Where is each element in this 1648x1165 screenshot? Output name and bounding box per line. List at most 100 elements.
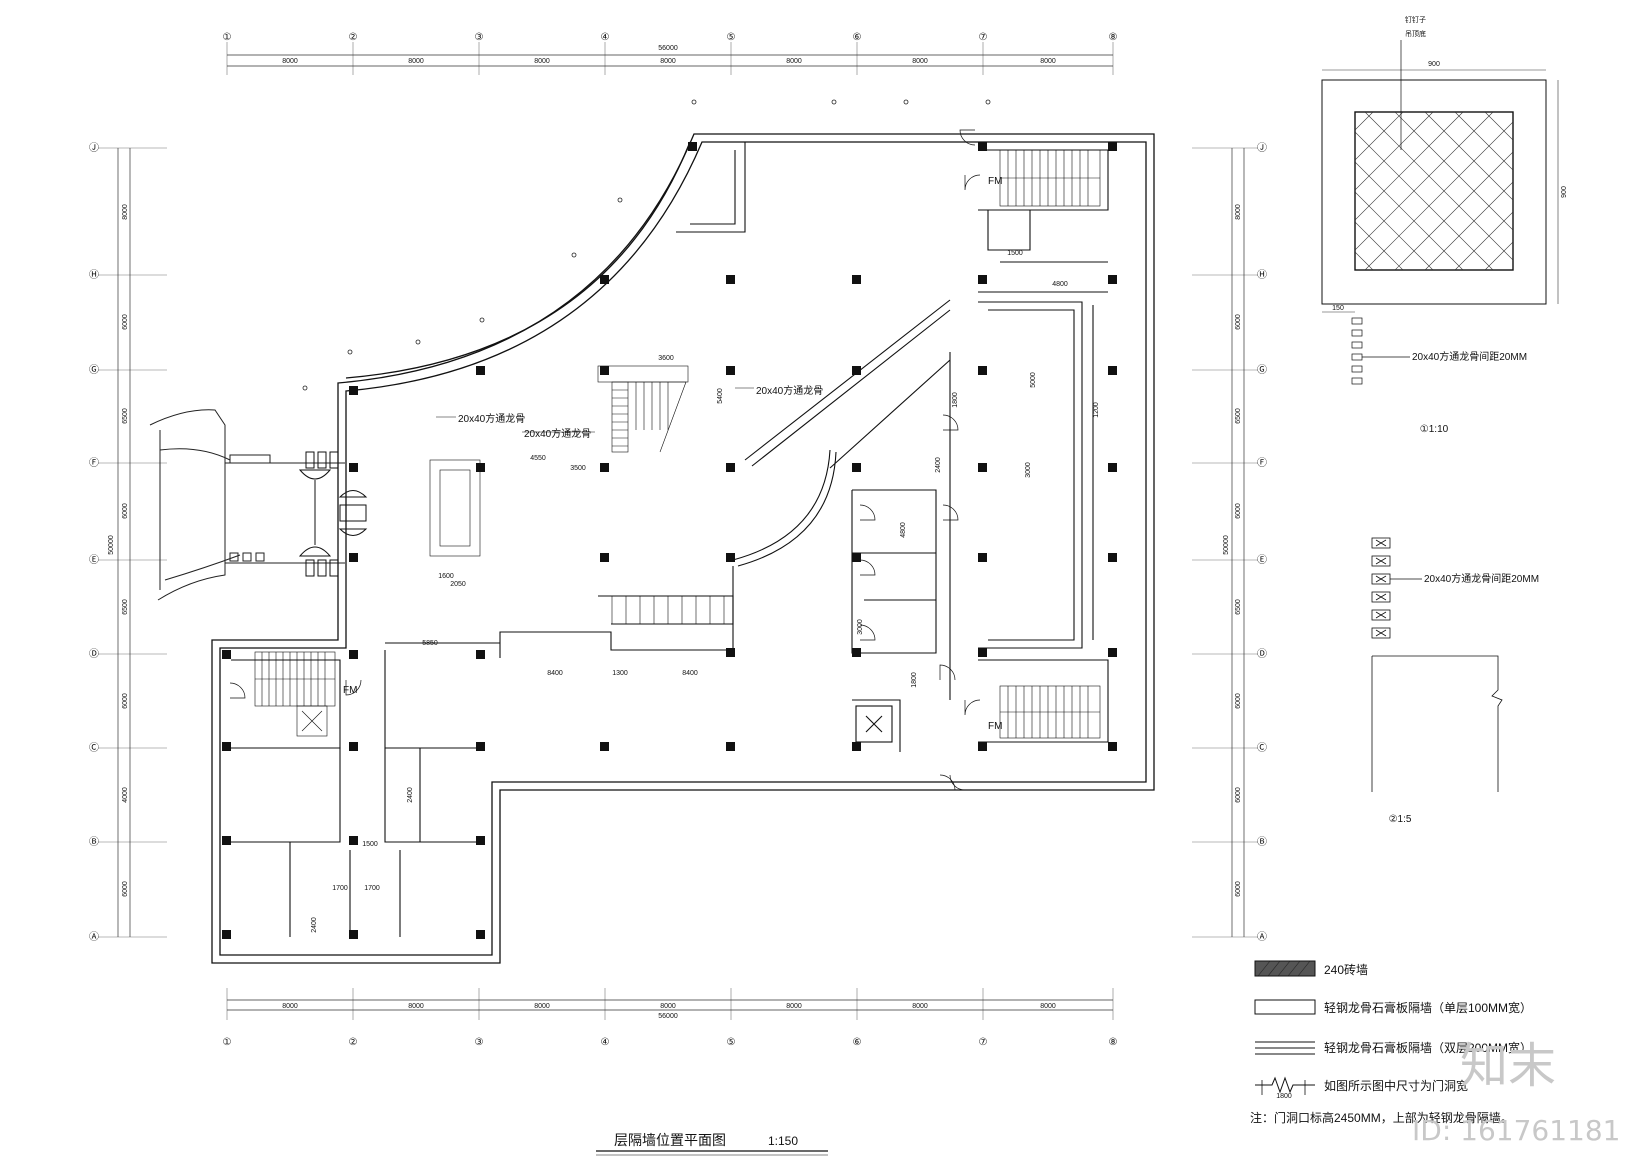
legend-item-label: 240砖墙 (1324, 962, 1368, 977)
right-axis-bubbles: Ⓙ Ⓗ Ⓖ Ⓕ Ⓔ Ⓓ Ⓒ Ⓑ Ⓐ (1257, 142, 1267, 943)
revolving-door-set (298, 451, 368, 577)
axis-bubble: ⑤ (727, 1037, 736, 1048)
detail-dim: 150 (1332, 305, 1344, 312)
legend-item-label: 如图所示图中尺寸为门洞宽 (1324, 1078, 1468, 1093)
detail-ref: ①1:10 (1420, 424, 1449, 435)
span-label: 6500 (1235, 599, 1242, 615)
stairs (254, 149, 1101, 739)
title-text: 层隔墙位置平面图 (614, 1132, 726, 1148)
span-label: 6500 (122, 599, 129, 615)
axis-bubble: Ⓖ (1257, 364, 1267, 376)
legend-note: 注：门洞口标高2450MM，上部为轻钢龙骨隔墙。 (1250, 1110, 1513, 1125)
drawing-title: 层隔墙位置平面图 1:150 (596, 1132, 828, 1156)
fm-labels: FM FM FM (343, 176, 1002, 732)
stud-label: 20x40方通龙骨 (458, 412, 525, 425)
span-label: 6500 (122, 408, 129, 424)
axis-grid (98, 42, 1258, 1020)
span-label: 8000 (534, 58, 550, 65)
span-label: 8000 (660, 1003, 676, 1010)
axis-bubble: Ⓑ (1257, 836, 1267, 848)
detail-dim: 900 (1561, 186, 1568, 198)
dim-text: 2050 (450, 581, 466, 588)
dim-text: 1700 (332, 885, 348, 892)
bottom-axis-bubbles: ① ② ③ ④ ⑤ ⑥ ⑦ ⑧ (223, 1037, 1118, 1048)
dim-text: 1500 (362, 841, 378, 848)
span-label: 8000 (1235, 204, 1242, 220)
axis-bubble: ⑦ (979, 32, 988, 43)
span-label: 6000 (1235, 881, 1242, 897)
right-span-labels: 8000 6000 6500 6000 6500 6000 6000 6000 … (1223, 204, 1242, 897)
total-depth-label: 50000 (108, 535, 115, 555)
axis-bubble: Ⓗ (1257, 269, 1267, 281)
dim-text: 2400 (935, 457, 942, 473)
detail-ref: ②1:5 (1389, 814, 1412, 825)
axis-bubble: Ⓙ (89, 142, 99, 154)
total-span-label: 56000 (658, 45, 678, 52)
axis-bubble: ① (223, 32, 232, 43)
dim-text: 1700 (364, 885, 380, 892)
axis-bubble: Ⓕ (89, 457, 99, 469)
detail-note: 钉钉子 (1405, 15, 1426, 24)
structural-columns (222, 142, 1117, 939)
axis-bubble: Ⓖ (89, 364, 99, 376)
axis-bubble: ④ (601, 1037, 610, 1048)
span-label: 8000 (1040, 58, 1056, 65)
span-label: 8000 (786, 58, 802, 65)
axis-bubble: Ⓓ (1257, 648, 1267, 660)
door-swings (229, 129, 981, 791)
axis-bubble: Ⓕ (1257, 457, 1267, 469)
span-label: 6000 (1235, 693, 1242, 709)
detail-note: 吊顶底 (1405, 29, 1426, 38)
dim-text: 4800 (900, 522, 907, 538)
legend: 240砖墙 轻钢龙骨石膏板隔墙（单层100MM宽） 轻钢龙骨石膏板隔墙（双层20… (1250, 960, 1532, 1125)
axis-bubble: ① (223, 1037, 232, 1048)
dim-text: 3000 (1025, 462, 1032, 478)
fire-door-label: FM (988, 176, 1002, 187)
span-label: 6000 (1235, 314, 1242, 330)
span-label: 6000 (122, 881, 129, 897)
fire-door-label: FM (988, 721, 1002, 732)
dim-text: 2400 (311, 917, 318, 933)
axis-bubble: Ⓐ (1257, 931, 1267, 943)
axis-bubble: Ⓒ (1257, 742, 1267, 754)
span-label: 8000 (660, 58, 676, 65)
legend-door-dim: 1800 (1276, 1093, 1292, 1100)
span-label: 8000 (408, 1003, 424, 1010)
stud-label: 20x40方通龙骨 (524, 427, 591, 440)
stud-label: 20x40方通龙骨 (756, 384, 823, 397)
axis-bubble: Ⓒ (89, 742, 99, 754)
bottom-span-labels: 8000 8000 8000 8000 8000 8000 8000 56000 (282, 1003, 1056, 1020)
axis-bubble: ⑥ (853, 32, 862, 43)
axis-bubble: ⑦ (979, 1037, 988, 1048)
span-label: 4000 (122, 787, 129, 803)
dim-text: 5000 (1030, 372, 1037, 388)
span-label: 6000 (1235, 787, 1242, 803)
dim-text: 3000 (857, 619, 864, 635)
legend-item-label: 轻钢龙骨石膏板隔墙（双层200MM宽） (1324, 1040, 1532, 1055)
total-depth-label: 50000 (1223, 535, 1230, 555)
dim-text: 5850 (422, 640, 438, 647)
detail-stud-label: 20x40方通龙骨间距20MM (1412, 350, 1527, 363)
dimension-chains (117, 54, 1245, 1011)
dim-text: 4550 (530, 455, 546, 462)
axis-bubble: Ⓙ (1257, 142, 1267, 154)
detail-stud-label: 20x40方通龙骨间距20MM (1424, 572, 1539, 585)
dim-text: 4800 (1052, 281, 1068, 288)
dim-text: 1600 (438, 573, 454, 580)
axis-bubble: Ⓓ (89, 648, 99, 660)
span-label: 8000 (912, 1003, 928, 1010)
axis-bubble: ⑧ (1109, 1037, 1118, 1048)
stud-labels: 20x40方通龙骨 20x40方通龙骨 20x40方通龙骨 (436, 384, 823, 440)
axis-bubble: Ⓐ (89, 931, 99, 943)
dim-text: 3500 (570, 465, 586, 472)
watermark-brand: 知末 (1460, 1038, 1556, 1094)
axis-bubble: ⑤ (727, 32, 736, 43)
axis-bubble: ④ (601, 32, 610, 43)
dim-text: 8400 (682, 670, 698, 677)
dim-text: 2400 (407, 787, 414, 803)
span-label: 8000 (282, 58, 298, 65)
left-axis-bubbles: Ⓙ Ⓗ Ⓖ Ⓕ Ⓔ Ⓓ Ⓒ Ⓑ Ⓐ (89, 142, 99, 943)
partition-walls (231, 141, 1109, 937)
axis-bubble: ② (349, 1037, 358, 1048)
span-label: 8000 (786, 1003, 802, 1010)
